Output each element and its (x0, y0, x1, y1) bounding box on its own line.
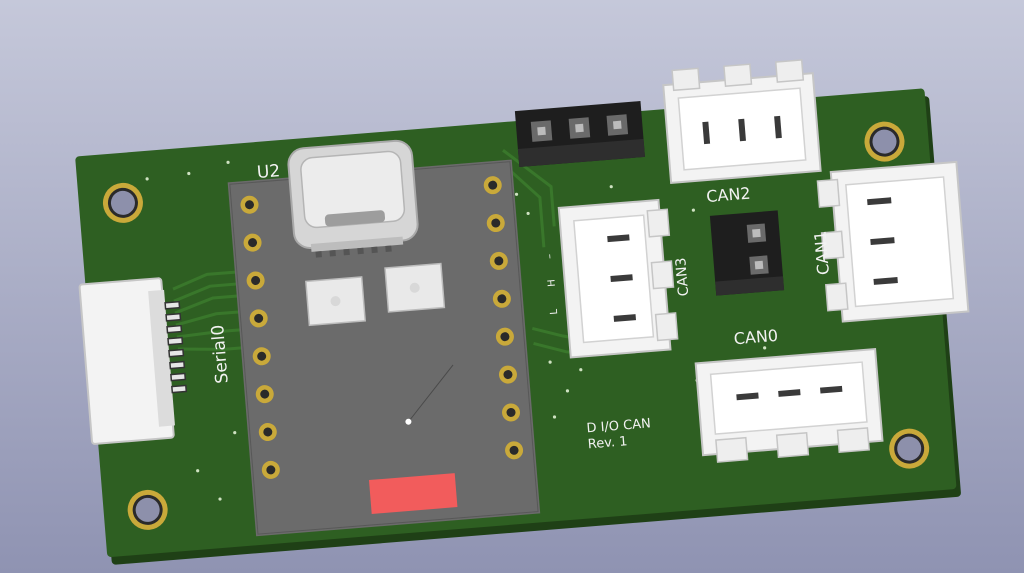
serial0-label: Serial0 (208, 324, 233, 384)
pin-h-label: H (546, 279, 558, 287)
module-pins-left (240, 195, 280, 479)
module-pins-right (483, 176, 524, 460)
pin-l-label: L (549, 308, 560, 315)
mounting-hole-icon (889, 428, 930, 469)
pcb-board[interactable]: U2 Serial0 CAN2 CAN3 CAN1 CAN0 L H – D I… (66, 48, 983, 565)
center-pin-header[interactable] (709, 210, 785, 296)
boot-button[interactable] (384, 262, 446, 313)
board-name-label: D I/O CAN (586, 416, 651, 436)
mounting-hole-icon (102, 182, 143, 223)
mounting-hole-icon (127, 489, 168, 530)
mounting-hole-icon (864, 121, 905, 162)
antenna-trace (408, 364, 454, 421)
can3-label: CAN3 (673, 257, 692, 297)
can0-connector[interactable] (694, 347, 884, 463)
can3-connector[interactable] (557, 198, 679, 359)
module-ref-label: U2 (256, 161, 281, 183)
antenna-dot (405, 418, 412, 425)
top-pin-header[interactable] (514, 101, 645, 167)
can2-label: CAN2 (706, 184, 752, 206)
pin-icon (867, 197, 898, 285)
pin-icon (164, 300, 188, 394)
usb-c-connector[interactable] (287, 139, 419, 260)
pin-icon (736, 385, 843, 401)
can1-connector[interactable] (816, 160, 970, 323)
pin-icon (702, 115, 782, 145)
can2-connector[interactable] (662, 59, 822, 184)
serial0-connector[interactable] (78, 277, 190, 445)
reset-button[interactable] (305, 276, 367, 327)
can1-label: CAN1 (810, 230, 832, 276)
pin-icon (607, 234, 637, 322)
can0-label: CAN0 (733, 326, 779, 348)
revision-label: Rev. 1 (587, 434, 628, 452)
red-led (368, 473, 458, 514)
mcu-module[interactable] (225, 132, 541, 537)
pin-dash-label: – (544, 253, 555, 259)
